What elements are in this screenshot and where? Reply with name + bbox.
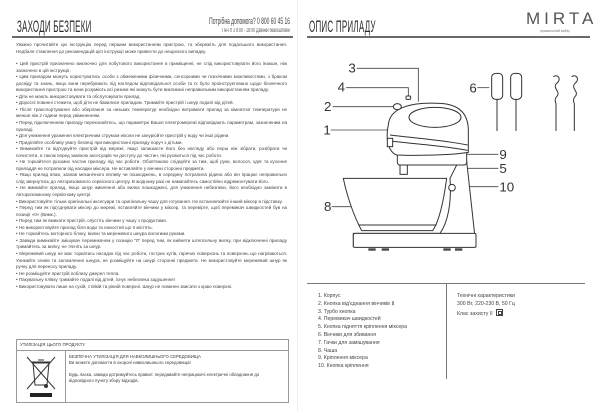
specs-power: 300 Вт, 220-230 В, 50 Гц: [457, 300, 515, 307]
help-phone: Потрібна допомога? 0 800 60 45 16: [209, 16, 290, 26]
safety-bullet: • Перед підключенням приладу переконайте…: [16, 120, 287, 132]
part-item: 4. Перемикач швидкостей: [318, 316, 381, 323]
safety-bullet: • Використовувати лише на сухій, стійкій…: [16, 283, 233, 289]
part-item: 10. Кнопка кріплення: [318, 363, 369, 370]
page-title-description: ОПИС ПРИЛАДУ: [309, 17, 376, 36]
brand-tagline: правильний вибір: [540, 29, 570, 33]
callout-3: 3: [348, 60, 355, 75]
part-item: 5. Кнопка підняття кріплення міксера: [318, 324, 408, 331]
safety-bullet: • Вимикайте та від'єднуйте пристрій від …: [16, 146, 287, 158]
callout-6: 6: [469, 80, 476, 95]
disposal-heading: БЕЗПЕЧНА УТИЛІЗАЦІЯ ДЛЯ НАВКОЛИШНЬОГО СЕ…: [69, 354, 201, 359]
callout-4: 4: [338, 80, 346, 95]
part-item: 2. Кнопка від'єднання вінчиків ⫫: [318, 300, 395, 307]
parts-list: 1. Корпус 2. Кнопка від'єднання вінчиків…: [318, 293, 407, 371]
safety-bullet: • Для уникнення ураження електричним стр…: [16, 133, 230, 139]
safety-bullet: • Використовуйте тільки оригінальні аксе…: [16, 198, 283, 204]
safety-bullet: • Пакувальну плівку тримайте подалі від …: [16, 277, 175, 283]
header-rule: [307, 36, 590, 38]
help-hours: Пн-Пт з 9:00 - 18:00 Дзвінки безкоштовні: [222, 28, 290, 34]
specs-class: Клас захисту II: [457, 310, 493, 317]
safety-intro: Уважно прочитайте цю інструкцію перед пе…: [16, 42, 287, 54]
safety-bullet: • Дорослі повинні стежити, щоб діти не б…: [16, 100, 234, 106]
mixer-diagram: 3 4 2 1 6 9 5 10 8: [323, 60, 578, 251]
callout-9: 9: [499, 147, 506, 162]
safety-text: Уважно прочитайте цю інструкцію перед пе…: [16, 42, 287, 290]
part-item: 7. Гачки для замішування: [318, 339, 380, 346]
safety-bullet: • Перед тим як вмикати пристрій, опустіт…: [16, 218, 167, 224]
part-item: 6. Вінчики для збивання: [318, 331, 377, 338]
safety-bullet: • Не торкайтесь моторного блоку, вилки т…: [16, 231, 186, 237]
safety-bullet: • Після транспортування або зберігання з…: [16, 106, 287, 119]
safety-bullet: • Не використовуйте прилад біля води та …: [16, 224, 154, 230]
disposal-line2: Будь ласка, завжди дотримуйтесь правил: …: [69, 372, 260, 383]
safety-bullet: • Мережевий шнур не має торкатись насадо…: [16, 250, 287, 270]
safety-bullet: • Перед тим як під'єднувати міксер до ме…: [16, 205, 287, 217]
double-square-class-ii-icon: [496, 308, 504, 316]
disposal-line1: Ви можете допомогти в охороні навколишнь…: [69, 360, 191, 365]
callout-8: 8: [324, 199, 331, 214]
safety-bullet: • Якщо прилад впав, зазнав механічного в…: [16, 172, 287, 184]
safety-bullet: • Не розміщуйте пристрій поблизу джерел …: [16, 270, 120, 276]
beaters-small-icon: ⫫: [391, 300, 395, 307]
part-item: 3. Турбо кнопка: [318, 308, 356, 315]
page-title-safety: ЗАХОДИ БЕЗПЕКИ: [17, 17, 92, 36]
safety-bullet: • Цим приладом можуть користуватись особ…: [16, 74, 287, 93]
disposal-box: УТИЛІЗАЦІЯ ЦЬОГО ПРОДУКТУ БЕЗПЕЧНА УТИЛІ…: [16, 339, 289, 403]
page-fold: [297, 0, 298, 411]
beaters-illustration: [491, 72, 523, 131]
safety-bullet: • Цей пристрій призначено виключно для п…: [16, 61, 287, 73]
specs-heading: Технічні характеристики: [457, 293, 515, 299]
safety-bullet: • Приділяйте особливу увагу безпеці при …: [16, 139, 183, 145]
callout-5: 5: [499, 161, 506, 176]
header-rule: [12, 36, 293, 38]
callout-2: 2: [324, 99, 331, 114]
safety-bullet: • Не торкайтеся рухомих частин приладу п…: [16, 159, 287, 171]
safety-bullet: • Завжди вимикайте змішувач перемикачем …: [16, 237, 287, 250]
disposal-header: УТИЛІЗАЦІЯ ЦЬОГО ПРОДУКТУ: [17, 340, 288, 351]
column-divider: [446, 283, 447, 379]
brand-logo: MIRTA: [526, 9, 598, 28]
callout-line-4: [346, 87, 409, 97]
part-item: 8. Чаша: [318, 347, 338, 354]
safety-bullet: • Діти не мають використовувати та обслу…: [16, 93, 141, 99]
tech-specs: Технічні характеристики 300 Вт, 220-230 …: [457, 293, 515, 318]
safety-bullet: • Не вмикайте прилад, якщо шнур живлення…: [16, 185, 287, 198]
part-item: 1. Корпус: [318, 293, 341, 299]
dough-hooks-illustration: [553, 75, 578, 131]
callout-1: 1: [323, 122, 330, 137]
callout-line-3: [356, 67, 419, 102]
part-item: 9. Кріплення міксера: [318, 355, 368, 362]
callout-10: 10: [499, 179, 514, 194]
stand-mixer-illustration: [342, 95, 477, 248]
crossed-out-wheelie-bin-icon: [17, 351, 66, 402]
